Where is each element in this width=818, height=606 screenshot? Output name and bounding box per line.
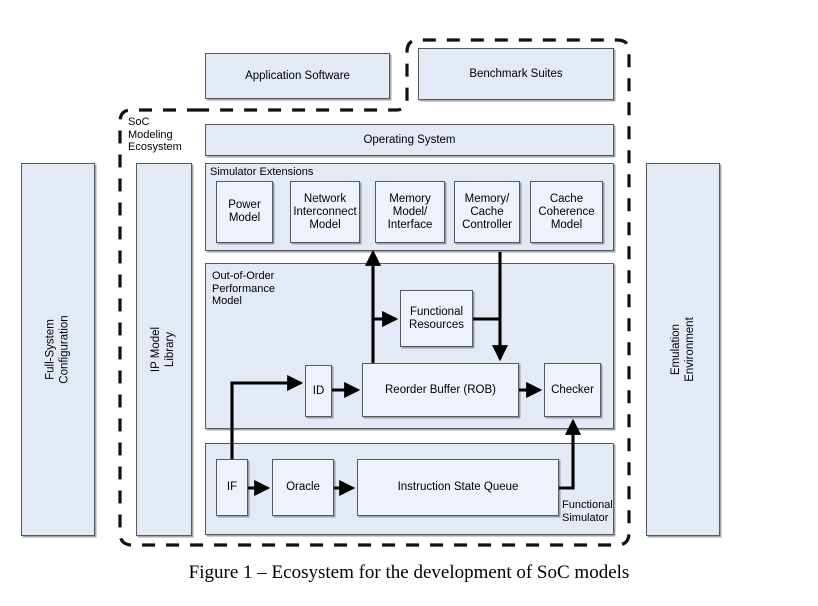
checker-box[interactable]: Checker bbox=[544, 363, 601, 417]
full-system-configuration-bar[interactable]: Full-System Configuration bbox=[21, 163, 95, 536]
application-software-box[interactable]: Application Software bbox=[205, 53, 390, 99]
reorder-buffer-box[interactable]: Reorder Buffer (ROB) bbox=[362, 363, 519, 417]
oracle-box[interactable]: Oracle bbox=[272, 459, 334, 516]
sim-ext-memory-model-interface[interactable]: Memory Model/ Interface bbox=[375, 181, 445, 243]
arrow-if-to-id bbox=[230, 374, 304, 459]
operating-system-box[interactable]: Operating System bbox=[205, 124, 614, 156]
functional-simulator-title: Functional Simulator bbox=[562, 499, 613, 524]
sim-ext-power-model[interactable]: Power Model bbox=[216, 181, 273, 243]
emulation-environment-bar[interactable]: Emulation Environment bbox=[646, 163, 720, 536]
sim-ext-network-interconnect-model[interactable]: Network Interconnect Model bbox=[290, 181, 360, 243]
if-box[interactable]: IF bbox=[216, 459, 248, 516]
figure-caption: Figure 1 – Ecosystem for the development… bbox=[188, 562, 630, 583]
benchmark-suites-box[interactable]: Benchmark Suites bbox=[418, 48, 614, 100]
functional-resources-box[interactable]: Functional Resources bbox=[400, 290, 473, 347]
arrow-instruction-state-queue-to-checker bbox=[559, 418, 582, 490]
id-box[interactable]: ID bbox=[305, 365, 332, 417]
instruction-state-queue-box[interactable]: Instruction State Queue bbox=[357, 459, 559, 516]
performance-model-title: Out-of-Order Performance Model bbox=[212, 270, 275, 307]
sim-ext-cache-coherence-model[interactable]: Cache Coherence Model bbox=[530, 181, 603, 243]
simulator-extensions-title: Simulator Extensions bbox=[210, 166, 314, 178]
sim-ext-memory-cache-controller[interactable]: Memory/ Cache Controller bbox=[454, 181, 520, 243]
ecosystem-boundary-label: SoC Modeling Ecosystem bbox=[128, 116, 182, 153]
ip-model-library-bar[interactable]: IP Model Library bbox=[136, 163, 192, 536]
